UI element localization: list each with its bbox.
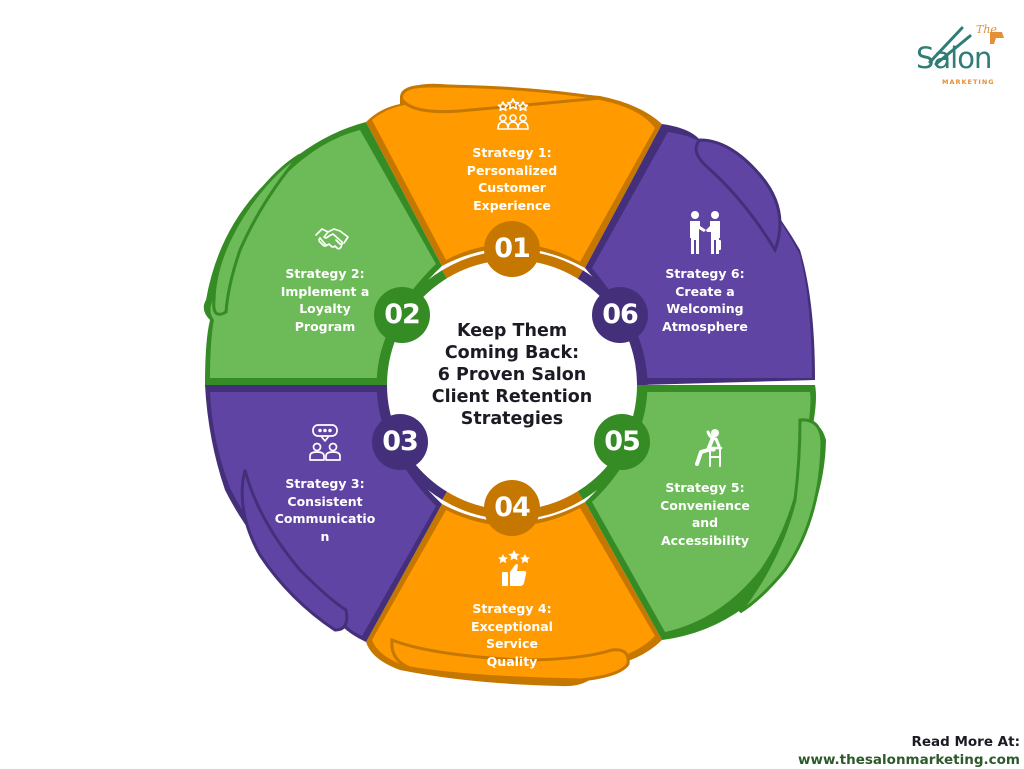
- label-line: Welcoming: [666, 301, 744, 316]
- label-line: Customer: [478, 180, 546, 195]
- label-line: Personalized: [466, 162, 558, 178]
- salon-marketing-logo: The Salon MARKETING: [912, 22, 1012, 102]
- website-link[interactable]: www.thesalonmarketing.com: [798, 752, 1020, 768]
- strategy-number-1: 01: [484, 221, 540, 277]
- title-line: Keep Them: [456, 321, 568, 341]
- label-line: Strategy 1:: [472, 145, 552, 160]
- thumbs-up-stars-icon: [498, 550, 530, 586]
- read-more-label: Read More At:: [911, 734, 1020, 750]
- label-line: Program: [294, 318, 356, 334]
- conversation-icon: [309, 424, 341, 461]
- label-line: Exceptional: [471, 618, 553, 634]
- label-line: Strategy 2:: [285, 266, 365, 281]
- strategy-number-5: 05: [594, 414, 650, 470]
- strategy-number-4: 04: [484, 480, 540, 536]
- strategy-number-3: 03: [372, 414, 428, 470]
- handshake-icon: [315, 228, 349, 250]
- label-line: and: [691, 515, 719, 530]
- segment-4: [366, 502, 662, 687]
- title-line: 6 Proven Salon: [437, 365, 587, 385]
- footer: Read More At: www.thesalonmarketing.com: [798, 733, 1020, 769]
- strategy-5-label: Strategy 5: Convenience and Accessibilit…: [645, 479, 765, 549]
- logo-subtitle: MARKETING: [942, 78, 995, 86]
- label-line: Experience: [473, 197, 551, 213]
- strategy-2-label: Strategy 2: Implement a Loyalty Program: [265, 265, 385, 335]
- center-circle: [387, 260, 637, 510]
- logo-word: Salon: [916, 41, 992, 75]
- strategy-number-6: 06: [592, 287, 648, 343]
- title-line: Coming Back:: [444, 343, 580, 363]
- label-line: Communicatio: [274, 511, 376, 526]
- label-line: Service: [486, 636, 538, 651]
- label-line: Strategy 3:: [285, 476, 365, 491]
- logo-prefix: The: [976, 23, 997, 36]
- label-line: Strategy 5:: [665, 480, 745, 495]
- customer-rating-icon: [497, 98, 529, 130]
- label-line: Accessibility: [660, 532, 750, 548]
- strategy-4-label: Strategy 4: Exceptional Service Quality: [452, 600, 572, 670]
- label-line: Create a: [675, 283, 735, 299]
- label-line: Convenience: [660, 497, 750, 513]
- strategy-number-2: 02: [374, 287, 430, 343]
- label-line: n: [320, 528, 330, 544]
- label-line: Implement a: [280, 283, 370, 299]
- label-line: Loyalty: [299, 301, 351, 316]
- strategy-6-label: Strategy 6: Create a Welcoming Atmospher…: [645, 265, 765, 335]
- title-line: Client Retention: [431, 387, 593, 407]
- strategy-3-label: Strategy 3: Consistent Communicatio n: [265, 475, 385, 545]
- relaxing-person-icon: [695, 429, 723, 467]
- label-line: Consistent: [287, 493, 363, 509]
- label-line: Strategy 4:: [472, 601, 552, 616]
- title-line: Strategies: [460, 409, 564, 429]
- label-line: Atmosphere: [662, 318, 748, 334]
- segment-1: [366, 83, 662, 268]
- center-title: Keep Them Coming Back: 6 Proven Salon Cl…: [412, 320, 612, 430]
- greeting-people-icon: [690, 211, 721, 254]
- strategy-1-label: Strategy 1: Personalized Customer Experi…: [452, 144, 572, 214]
- label-line: Quality: [486, 653, 538, 669]
- scissors-icon: [928, 26, 1004, 66]
- label-line: Strategy 6:: [665, 266, 745, 281]
